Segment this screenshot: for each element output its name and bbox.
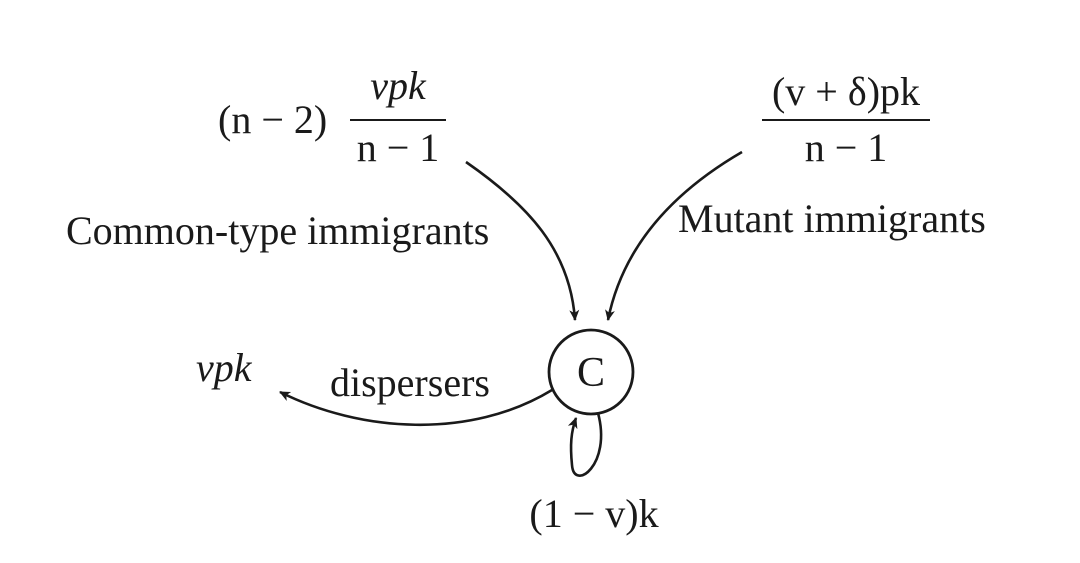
mutant-immigrants-rate: (v + δ)pk n − 1: [762, 69, 930, 170]
self-loop-rate: (1 − v)k: [529, 491, 658, 536]
mutant-immigrants-arrow: [605, 150, 743, 321]
node-label: C: [577, 350, 605, 396]
common-immigrants-label: Common-type immigrants: [66, 208, 489, 253]
mutant-immigrants-label: Mutant immigrants: [678, 196, 986, 241]
common-rate-denominator: n − 1: [357, 125, 440, 170]
mutant-rate-numerator: (v + δ)pk: [772, 69, 920, 114]
mutant-rate-denominator: n − 1: [805, 125, 888, 170]
common-rate-prefix: (n − 2): [218, 97, 327, 142]
dispersers-label: dispersers: [330, 360, 490, 405]
self-loop-arrow: [567, 412, 603, 477]
node-circle: [547, 328, 635, 416]
common-immigrants-rate: (n − 2) vpk n − 1: [218, 63, 446, 170]
common-immigrants-arrow: [465, 160, 580, 321]
common-rate-numerator: vpk: [370, 63, 427, 108]
dispersers-arrow: [279, 388, 553, 427]
dispersers-rate: vpk: [196, 345, 253, 390]
node-c: C: [547, 328, 635, 416]
